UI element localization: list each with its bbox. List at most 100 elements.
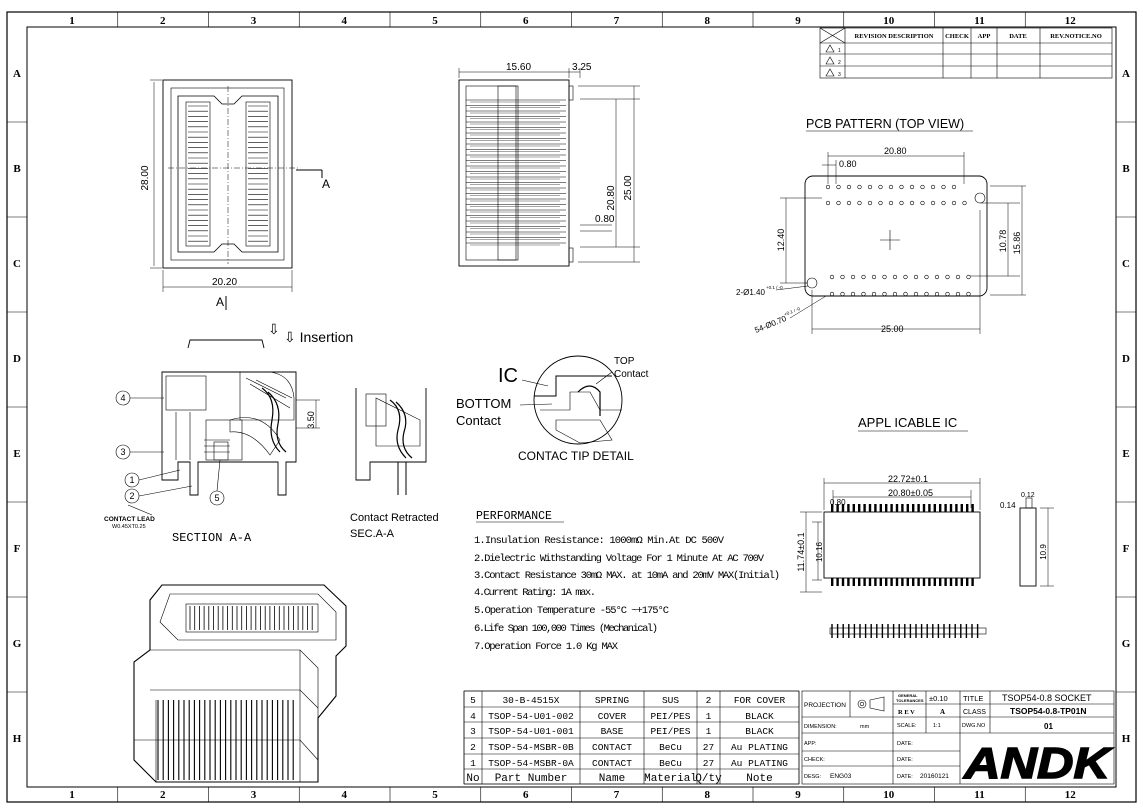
zone-row-B: B	[13, 163, 21, 175]
zone-row-G: G	[1122, 638, 1131, 650]
bom-cell: 1	[706, 711, 712, 722]
pcb-hole	[934, 274, 940, 280]
side-view-dim-1560: 15.60	[506, 62, 531, 73]
pcb-hole	[850, 274, 856, 280]
pcb-hole	[955, 274, 961, 280]
zone-column-10: 10	[883, 789, 895, 801]
rev-header-date: DATE	[1009, 33, 1027, 40]
bottom-label: BOTTOM	[456, 396, 511, 411]
zone-row-C: C	[13, 258, 21, 270]
zone-row-B: B	[1122, 163, 1130, 175]
pcb-dim-080: 0.80	[839, 159, 857, 169]
tb-rev-label: R E V	[898, 709, 915, 716]
ic-lead	[847, 504, 850, 512]
tb-class-label: CLASS	[963, 709, 986, 716]
bom-cell: 27	[703, 758, 714, 769]
rev-triangle-icon	[825, 68, 835, 77]
zone-column-12: 12	[1065, 789, 1077, 801]
ic-lead	[949, 578, 953, 586]
pcb-hole	[899, 184, 904, 190]
pcb-title: PCB PATTERN (TOP VIEW)	[806, 117, 964, 131]
section-view: ⇩ ⇩ Insertion 3.50 4 3 1 2 5	[104, 321, 353, 545]
tb-rev-value: A	[940, 708, 945, 716]
zone-column-9: 9	[795, 789, 801, 801]
zone-column-10: 10	[883, 15, 895, 27]
pcb-hole	[825, 184, 831, 190]
pcb-hole	[955, 291, 961, 297]
tb-dimension-label: DIMENSION:	[804, 724, 837, 730]
ic-lead	[971, 578, 974, 586]
zone-row-G: G	[13, 638, 22, 650]
pcb-hole	[941, 200, 946, 206]
bom-cell: BASE	[601, 726, 624, 737]
bom-cell: 5	[470, 695, 476, 706]
pcb-hole	[930, 200, 936, 206]
tb-dwg-value: 01	[1044, 722, 1053, 731]
pcb-dim-1078: 10.78	[998, 230, 1008, 253]
zone-column-5: 5	[432, 789, 438, 801]
ic-lead	[863, 578, 866, 586]
pcb-hole	[867, 184, 873, 190]
pcb-hole	[878, 200, 883, 206]
bom-header-cell: Material	[644, 773, 697, 785]
rev-row-2: 2	[838, 60, 841, 66]
ic-lead	[885, 504, 888, 512]
ic-lead	[966, 578, 969, 586]
zone-column-1: 1	[69, 15, 75, 27]
pcb-hole	[882, 291, 887, 297]
ic-lead	[922, 504, 926, 512]
bom-cell: TSOP-54-MSBR-0A	[488, 758, 574, 769]
zone-row-A: A	[1122, 68, 1130, 80]
ic-lead	[917, 578, 920, 586]
ic-lead	[836, 578, 839, 586]
ic-lead	[922, 578, 926, 586]
zone-column-6: 6	[523, 789, 529, 801]
ic-lead	[933, 504, 936, 512]
pcb-hole	[836, 200, 841, 206]
company-logo: ANDK	[963, 739, 1114, 788]
ic-lead	[960, 578, 963, 586]
pcb-hole	[951, 200, 957, 206]
zone-column-7: 7	[614, 15, 620, 27]
retracted-label-2: SEC.A-A	[350, 528, 395, 540]
pcb-pattern: PCB PATTERN (TOP VIEW) 20.80 0.80 12.40 …	[736, 117, 1026, 335]
bom-header-cell: No	[466, 773, 479, 785]
pcb-hole	[924, 291, 929, 297]
zone-row-H: H	[1122, 733, 1131, 745]
ic-lead	[831, 504, 834, 512]
ic-lead	[874, 504, 877, 512]
side-view-dim-080: 0.80	[595, 214, 615, 225]
pcb-hole	[966, 291, 971, 297]
zone-row-F: F	[1123, 543, 1130, 555]
title-block: PROJECTION GENERAL TOLERANCES ±0.10 R E …	[801, 690, 1114, 789]
ic-lead	[852, 504, 855, 512]
pcb-dim-2080: 20.80	[884, 146, 907, 156]
zone-row-H: H	[13, 733, 22, 745]
tb-dwg-label: DWG.NO	[962, 723, 986, 729]
ic-lead	[836, 504, 839, 512]
side-view-leads	[466, 99, 566, 246]
zone-column-3: 3	[251, 15, 257, 27]
zone-column-9: 9	[795, 15, 801, 27]
perf-item-5: 5.Operation Temperature -55°C ~+175°C	[474, 605, 669, 617]
pcb-hole	[825, 200, 831, 206]
pcb-hole	[945, 291, 950, 297]
bom-header-cell: Q/ty	[695, 773, 722, 785]
pcb-hole	[840, 291, 845, 297]
pcb-hole	[920, 200, 925, 206]
insertion-arrow-icon: ⇩	[268, 321, 280, 337]
ic-lead	[912, 504, 915, 512]
bom-cell: SPRING	[595, 695, 630, 706]
contact-lead-label: CONTACT LEAD	[104, 516, 155, 523]
tb-app-label: APP:	[804, 741, 817, 747]
pcb-hole	[846, 200, 852, 206]
tb-scale-label: SCALE:	[897, 723, 917, 729]
pcb-mount-hole	[806, 277, 818, 289]
rev-header-notice: REV.NOTICE.NO	[1050, 33, 1102, 40]
tb-class-value: TSOP54-0.8-TP01N	[1010, 706, 1087, 716]
tip-detail-title: CONTAC TIP DETAIL	[518, 449, 634, 463]
zone-column-12: 12	[1065, 15, 1077, 27]
pcb-hole	[899, 200, 904, 206]
